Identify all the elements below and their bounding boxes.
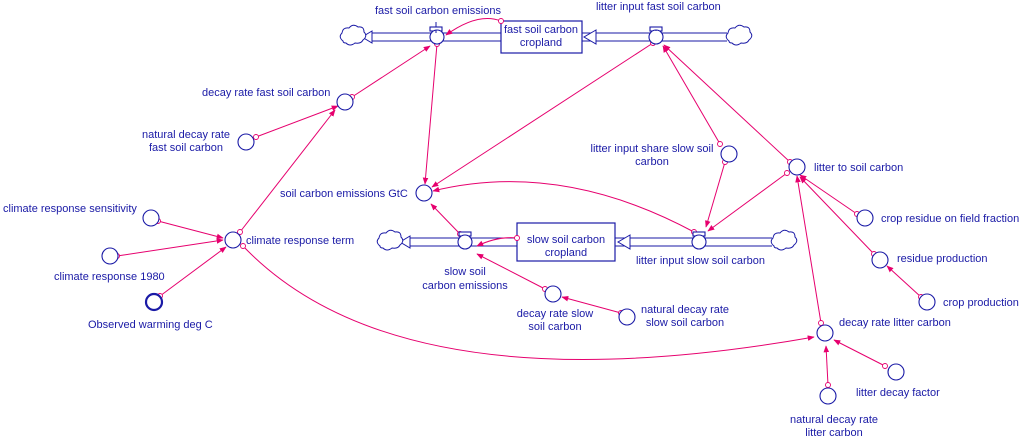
variable-label: litter input share slow soil <box>591 143 714 155</box>
source-sink-cloud-icon <box>376 229 404 251</box>
aux-climate-response-term[interactable] <box>224 231 242 249</box>
variable-label: natural decay rate <box>641 304 729 316</box>
labels: fast soil carbon emissions litter input … <box>3 1 1019 439</box>
aux-crop-residue-on-field-fraction[interactable] <box>856 209 874 227</box>
variable-label: soil carbon emissions GtC <box>280 188 408 200</box>
stock-label: slow soil carbon <box>527 234 605 246</box>
source-sink-cloud-icon <box>339 24 367 46</box>
aux-soil-carbon-emissions-gtc[interactable] <box>415 184 433 202</box>
stock-label: cropland <box>545 247 587 259</box>
aux-residue-production[interactable] <box>871 251 889 269</box>
aux-decay-rate-fast-soil-carbon[interactable] <box>336 93 354 111</box>
variable-label: Observed warming deg C <box>88 319 213 331</box>
source-sink-cloud-icon <box>770 229 798 251</box>
variable-label: crop residue on field fraction <box>881 213 1019 225</box>
aux-decay-rate-slow-soil-carbon[interactable] <box>544 285 562 303</box>
aux-observed-warming-deg-c[interactable] <box>144 292 164 312</box>
variable-label: natural decay rate <box>142 129 230 141</box>
stock-fast-soil-carbon-cropland[interactable]: fast soil carbon cropland <box>500 20 583 54</box>
aux-climate-response-1980[interactable] <box>101 247 119 265</box>
variable-label: climate response 1980 <box>54 271 165 283</box>
causal-links <box>114 18 924 388</box>
aux-natural-decay-rate-fast-soil-carbon[interactable] <box>237 133 255 151</box>
variable-label: soil carbon <box>528 321 581 333</box>
variable-label: decay rate slow <box>517 308 593 320</box>
valve-slow-soil-carbon-emissions[interactable] <box>457 231 473 250</box>
stock-label: cropland <box>520 37 562 49</box>
variable-label: carbon <box>635 156 669 168</box>
variable-label: decay rate fast soil carbon <box>202 87 330 99</box>
stock-slow-soil-carbon-cropland[interactable]: slow soil carbon cropland <box>516 222 616 262</box>
source-sink-cloud-icon <box>725 24 753 46</box>
variable-label: fast soil carbon <box>149 142 223 154</box>
variable-label: decay rate litter carbon <box>839 317 951 329</box>
stock-label: fast soil carbon <box>504 24 578 36</box>
aux-litter-input-share-slow-soil-carbon[interactable] <box>720 145 738 163</box>
aux-litter-to-soil-carbon[interactable] <box>788 158 806 176</box>
aux-crop-production[interactable] <box>918 293 936 311</box>
variable-label: climate response term <box>246 235 354 247</box>
variable-label: litter to soil carbon <box>814 162 903 174</box>
aux-natural-decay-rate-litter-carbon[interactable] <box>819 387 837 405</box>
flow-label: litter input slow soil carbon <box>636 255 765 267</box>
flow-label: carbon emissions <box>422 280 508 292</box>
flow-label: litter input fast soil carbon <box>596 1 721 13</box>
variable-label: residue production <box>897 253 988 265</box>
variable-label: natural decay rate <box>790 414 878 426</box>
variable-label: climate response sensitivity <box>3 203 137 215</box>
variable-label: litter decay factor <box>856 387 940 399</box>
valve-litter-input-fast-soil-carbon[interactable] <box>648 26 664 45</box>
valve-litter-input-slow-soil-carbon[interactable] <box>691 231 707 250</box>
aux-litter-decay-factor[interactable] <box>887 363 905 381</box>
aux-decay-rate-litter-carbon[interactable] <box>816 324 834 342</box>
aux-climate-response-sensitivity[interactable] <box>142 209 160 227</box>
variable-label: litter carbon <box>805 427 862 439</box>
aux-natural-decay-rate-slow-soil-carbon[interactable] <box>618 308 636 326</box>
variable-label: crop production <box>943 297 1019 309</box>
variable-label: slow soil carbon <box>646 317 724 329</box>
flow-label: fast soil carbon emissions <box>375 5 501 17</box>
valve-fast-soil-carbon-emissions[interactable] <box>429 22 445 45</box>
flow-label: slow soil <box>444 266 486 278</box>
